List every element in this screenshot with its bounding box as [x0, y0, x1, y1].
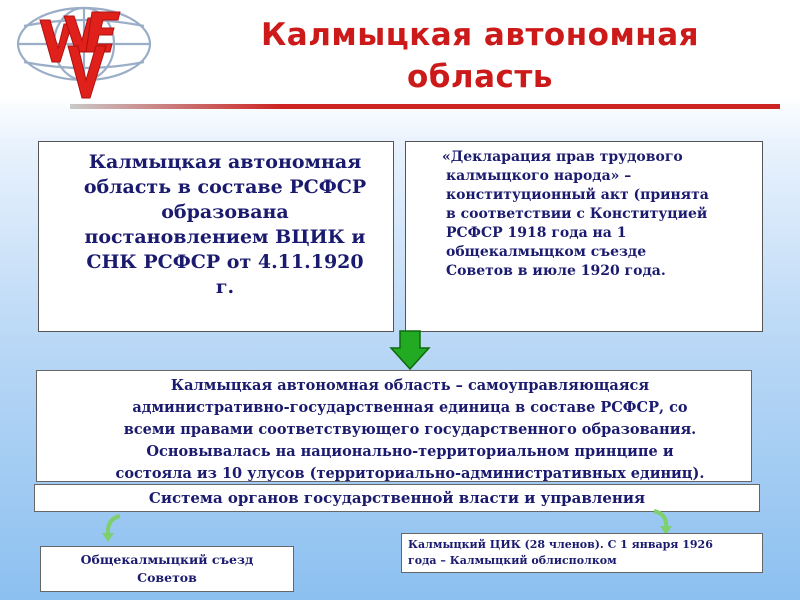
declaration-box: «Декларация прав трудового калмыцкого на…	[405, 141, 763, 332]
formation-line: СНК РСФСР от 4.11.1920	[86, 251, 364, 273]
declaration-line: калмыцкого народа» –	[446, 168, 632, 184]
cik-box: Калмыцкий ЦИК (28 членов). С 1 января 19…	[401, 533, 763, 573]
title-line-2: область	[406, 59, 553, 95]
declaration-text: «Декларация прав трудового калмыцкого на…	[432, 148, 758, 281]
formation-line: образована	[161, 201, 289, 223]
page-title: Калмыцкая автономная область	[200, 14, 760, 98]
congress-line: Общекалмыцкий съезд	[80, 552, 254, 567]
globe-logo-icon	[6, 2, 156, 102]
formation-box: Калмыцкая автономная область в составе Р…	[38, 141, 394, 332]
title-divider	[70, 104, 780, 109]
definition-line: состояла из 10 улусов (территориально-ад…	[115, 465, 705, 482]
cik-text: Калмыцкий ЦИК (28 членов). С 1 января 19…	[408, 537, 758, 569]
declaration-line: конституционный акт (принята	[446, 187, 709, 203]
cik-line: Калмыцкий ЦИК (28 членов). С 1 января 19…	[408, 538, 713, 551]
definition-line: Основывалась на национально-территориаль…	[146, 443, 674, 460]
cik-line: года – Калмыцкий облисполком	[408, 554, 617, 567]
declaration-line: «Декларация прав трудового	[442, 149, 683, 165]
curved-arrow-right-icon	[648, 508, 674, 542]
government-system-box: Система органов государственной власти и…	[34, 484, 760, 512]
down-arrow-icon	[389, 330, 431, 374]
title-line-1: Калмыцкая автономная	[260, 17, 700, 53]
formation-line: постановлением ВЦИК и	[84, 226, 366, 248]
definition-line: Калмыцкая автономная область – самоуправ…	[170, 377, 650, 394]
declaration-line: в соответствии с Конституцией	[446, 206, 708, 222]
curved-arrow-left-icon	[100, 513, 126, 547]
definition-text: Калмыцкая автономная область – самоуправ…	[77, 375, 743, 485]
formation-line: г.	[215, 276, 235, 298]
formation-text: Калмыцкая автономная область в составе Р…	[69, 150, 381, 300]
formation-line: Калмыцкая автономная	[88, 151, 362, 173]
government-system-label: Система органов государственной власти и…	[148, 489, 646, 507]
declaration-line: Советов в июле 1920 года.	[446, 263, 666, 279]
congress-line: Советов	[137, 570, 197, 585]
formation-line: область в составе РСФСР	[83, 176, 367, 198]
congress-text: Общекалмыцкий съезд Советов	[41, 551, 293, 587]
declaration-line: общекалмыцком съезде	[446, 244, 647, 260]
congress-box: Общекалмыцкий съезд Советов	[40, 546, 294, 592]
declaration-line: РСФСР 1918 года на 1	[446, 225, 627, 241]
definition-line: всеми правами соответствующего государст…	[123, 421, 697, 438]
definition-box: Калмыцкая автономная область – самоуправ…	[36, 370, 752, 482]
definition-line: административно-государственная единица …	[132, 399, 688, 416]
